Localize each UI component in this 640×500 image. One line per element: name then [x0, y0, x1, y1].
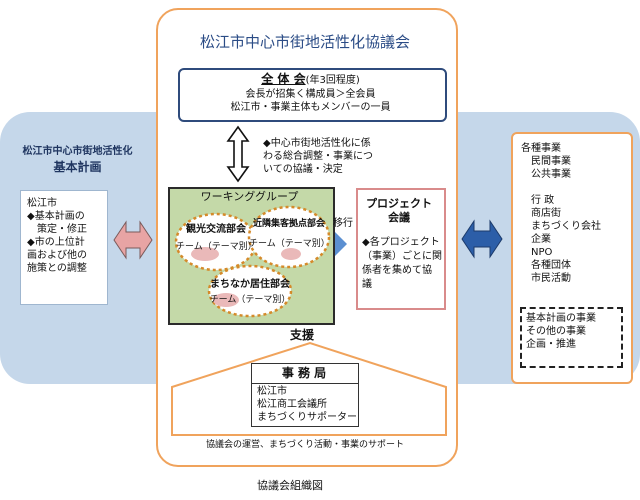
dashed-box-line: その他の事業	[526, 326, 586, 337]
right-panel-item: 行 政	[521, 195, 555, 206]
diagram-caption: 協議会組織図	[257, 479, 323, 492]
left-panel-line: 施策との調整	[27, 263, 87, 274]
office-members: 松江市 松江商工会議所 まちづくりサポーター	[251, 383, 359, 427]
office-title: 事 務 局	[281, 366, 327, 380]
left-panel-line: ◆基本計画の	[27, 211, 85, 222]
right-panel-item: 民間事業	[521, 156, 571, 167]
right-panel-item: 公共事業	[521, 169, 571, 180]
general-meeting-box	[178, 68, 447, 122]
vertical-double-arrow	[226, 125, 250, 183]
office-member: 松江市	[257, 386, 287, 397]
left-panel-heading-1: 松江市中心市街地活性化	[22, 146, 133, 157]
right-panel-item: まちづくり会社	[521, 221, 601, 232]
dashed-box-line: 基本計画の事業	[526, 313, 596, 324]
left-double-arrow	[113, 220, 153, 260]
project-meeting-line: ◆各プロジェクト	[362, 237, 440, 248]
right-panel-item: 市民活動	[521, 273, 571, 284]
right-panel-item: 各種事業	[521, 143, 561, 154]
right-panel-list: 各種事業 民間事業 公共事業 行 政 商店街 まちづくり会社 企業 NPO 各種…	[521, 142, 601, 285]
project-meeting-line: 議	[362, 279, 372, 290]
general-meeting-note: (年3回程度)	[305, 75, 360, 86]
support-footer: 協議会の運営、まちづくり活動・事業のサポート	[205, 440, 404, 450]
council-title: 松江市中心市街地活性化協議会	[199, 33, 410, 51]
coordination-note-line: わる総合調整・事業につ	[263, 151, 373, 162]
team-ellipse-machinaka	[207, 264, 293, 318]
project-meeting-title-1: プロジェクト	[366, 197, 432, 210]
office-member: 松江商工会議所	[257, 399, 327, 410]
right-panel-item: 企業	[521, 234, 551, 245]
coordination-note-line: ◆中心市街地活性化に係	[263, 138, 371, 149]
team-kinrin-name: 近隣集客拠点部会	[252, 219, 325, 229]
general-meeting-line2: 松江市・事業主体もメンバーの一員	[230, 102, 391, 113]
transfer-arrow	[335, 232, 347, 256]
project-meeting-body: ◆各プロジェクト （事業）ごとに関 係者を集めて協 議	[362, 236, 442, 292]
left-panel-line: 策定・修正	[27, 224, 87, 235]
working-group-title: ワーキンググループ	[200, 190, 299, 203]
team-kanko-name: 観光交流部会	[186, 224, 246, 235]
project-meeting-box	[356, 188, 446, 310]
support-label: 支援	[290, 328, 315, 342]
general-meeting-title: 全 体 会	[261, 72, 306, 86]
right-panel-dashed-box: 基本計画の事業 その他の事業 企画・推進	[520, 307, 623, 368]
team-machinaka-name: まちなか居住部会	[210, 279, 290, 290]
right-double-arrow	[461, 219, 503, 259]
team-kinrin-sub: チーム（テーマ別）	[249, 239, 330, 249]
left-panel-line: 松江市	[27, 198, 57, 209]
general-meeting-line1: 会長が招集く構成員＞全会員	[245, 89, 376, 100]
project-meeting-line: 係者を集めて協	[362, 265, 432, 276]
right-panel-item: NPO	[521, 247, 553, 258]
team-ellipse-kinrin	[247, 205, 331, 269]
project-meeting-line: （事業）ごとに関	[362, 251, 442, 262]
left-panel-line: 画および他の	[27, 250, 87, 261]
left-panel-heading-2: 基本計画	[53, 160, 102, 174]
team-machinaka-sub: チーム（テーマ別）	[209, 295, 291, 305]
right-panel-item: 商店街	[521, 208, 561, 219]
left-panel-line: ◆市の上位計	[27, 237, 85, 248]
dashed-box-line: 企画・推進	[526, 339, 576, 350]
coordination-note: ◆中心市街地活性化に係 わる総合調整・事業につ いての協議・決定	[263, 137, 373, 176]
left-panel-box: 松江市 ◆基本計画の 策定・修正 ◆市の上位計 画および他の 施策との調整	[20, 190, 108, 305]
project-meeting-title-2: 会議	[388, 211, 410, 224]
team-kanko-sub: チーム（テーマ別）	[176, 242, 257, 252]
coordination-note-line: いての協議・決定	[263, 164, 343, 175]
general-meeting-title-row: 全 体 会(年3回程度)	[178, 72, 443, 88]
transfer-label: 移行	[333, 218, 353, 229]
right-panel-item: 各種団体	[521, 260, 571, 271]
office-member: まちづくりサポーター	[257, 412, 357, 423]
